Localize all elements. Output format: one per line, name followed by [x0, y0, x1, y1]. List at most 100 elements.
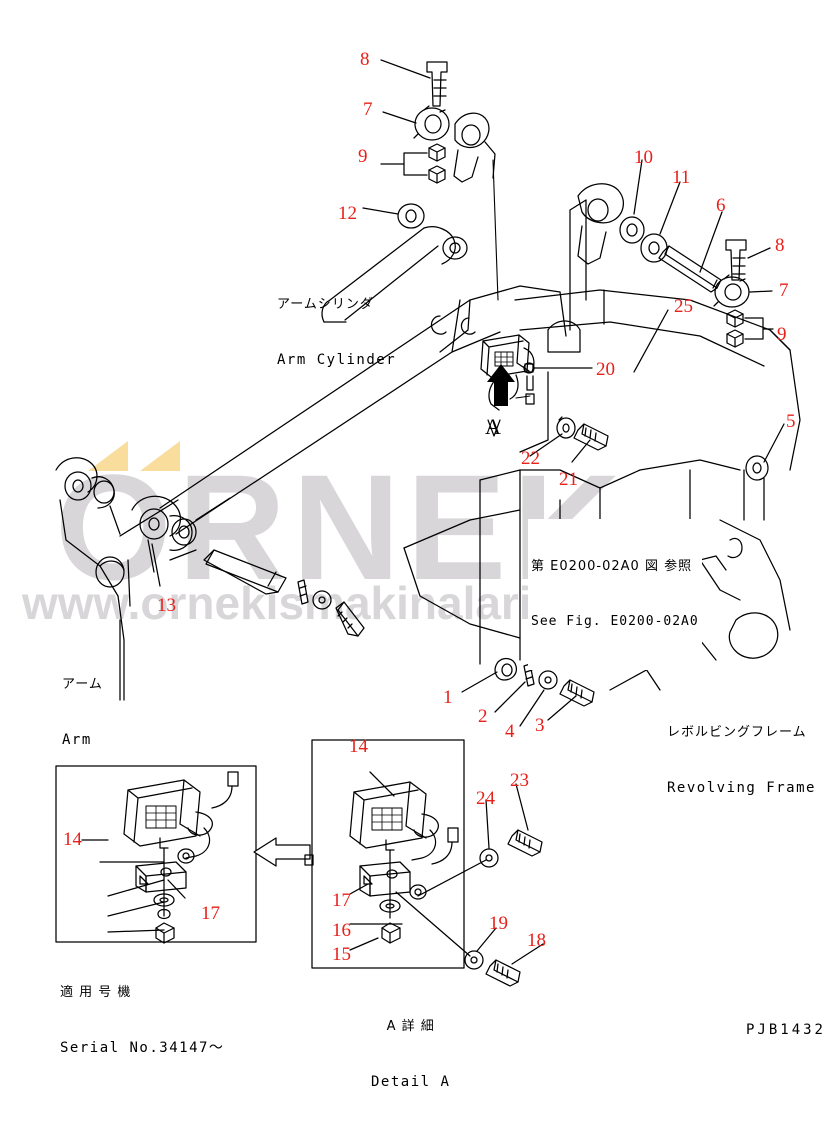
- leader-19: [476, 927, 497, 952]
- label-serial-en: Serial No.34147〜: [60, 1039, 225, 1056]
- label-detail-a-en: Detail A: [371, 1073, 451, 1090]
- leader-10: [633, 159, 643, 215]
- part-washer-10: [619, 216, 645, 244]
- panel-detail-a-lamp: [349, 781, 459, 944]
- label-serial-jp: 適 用 号 機: [60, 985, 132, 1001]
- callout-12: 12: [338, 203, 357, 224]
- label-arm-jp: アーム: [62, 677, 103, 693]
- label-revolving-frame-jp: レボルビングフレーム: [667, 725, 807, 741]
- leader-3: [547, 695, 577, 721]
- callout-5: 5: [786, 411, 796, 432]
- part-washer-12: [397, 203, 425, 229]
- callout-15: 15: [332, 944, 351, 965]
- part-bushing-7b: [713, 274, 750, 308]
- callout-21: 21: [559, 469, 578, 490]
- part-bolt-3: [559, 679, 595, 707]
- leader-8: [380, 59, 431, 79]
- part-linkage-13: [131, 495, 231, 573]
- figure-code: PJB1432: [745, 1022, 826, 1038]
- leader-14-detail: [369, 771, 395, 797]
- part-clip-small: [297, 579, 309, 605]
- label-detail-a-jp: A 詳 細: [386, 1019, 435, 1035]
- part-washer-11: [640, 233, 668, 263]
- label-revolving-frame: レボルビングフレーム Revolving Frame: [667, 686, 816, 836]
- callout-10: 10: [634, 147, 653, 168]
- part-nuts-9: [380, 143, 446, 184]
- callout-19: 19: [489, 913, 508, 934]
- panel-left-lamp: [99, 771, 239, 944]
- part-bolt-8b: [725, 239, 747, 281]
- panel-left-border: [55, 765, 257, 943]
- part-arm-linkage: [55, 457, 131, 701]
- part-lug-10-11: [577, 183, 624, 265]
- leader-13: [151, 543, 161, 587]
- callout-17: 17: [332, 890, 351, 911]
- label-arm-en: Arm: [62, 731, 92, 748]
- leader-2: [494, 681, 526, 713]
- part-bolt-lower-left: [335, 601, 365, 637]
- label-arm: アーム Arm: [62, 638, 103, 788]
- part-bushing-1: [494, 657, 518, 681]
- label-arm-cylinder: アームシリンダ Arm Cylinder: [277, 258, 396, 408]
- callout-20: 20: [596, 359, 615, 380]
- callout-7: 7: [363, 99, 373, 120]
- callout-8b: 8: [775, 235, 785, 256]
- label-revolving-frame-en: Revolving Frame: [667, 779, 816, 796]
- leader-1: [461, 671, 498, 693]
- callout-13: 13: [157, 595, 176, 616]
- panel-detail-a-border: [311, 739, 465, 969]
- section-arrow-a: [487, 364, 515, 406]
- leader-24: [485, 799, 490, 849]
- leader-15-detail: [349, 937, 379, 951]
- callout-9: 9: [358, 146, 368, 167]
- transfer-arrow: [253, 837, 311, 867]
- label-serial: 適 用 号 機 Serial No.34147〜: [60, 946, 224, 1096]
- link-19-bracket: [395, 891, 471, 957]
- leader-17b: [167, 879, 186, 899]
- callout-3: 3: [535, 715, 545, 736]
- part-bolt-18: [485, 959, 521, 987]
- mark-a-legs: [487, 419, 501, 437]
- callout-24: 24: [476, 788, 495, 809]
- leader-6: [699, 211, 723, 273]
- label-arm-cylinder-en: Arm Cylinder: [277, 351, 397, 368]
- leader-17-detail: [349, 883, 369, 895]
- leader-arrow-a: [515, 395, 531, 399]
- leader-4: [519, 689, 545, 727]
- callout-18: 18: [527, 930, 546, 951]
- leader-drop-left: [492, 159, 499, 301]
- part-boom: [119, 285, 561, 537]
- figure-reference-note: 第 E0200-02A0 図 参照 See Fig. E0200-02A0: [528, 519, 702, 670]
- part-washer-4: [538, 670, 558, 690]
- part-pin-long: [203, 549, 287, 595]
- bracket-20-22: [519, 371, 549, 453]
- leader-8b: [747, 247, 771, 259]
- figure-reference-en: See Fig. E0200-02A0: [531, 613, 699, 629]
- callout-16: 16: [332, 920, 351, 941]
- panel-detail-a-tab: [304, 854, 314, 866]
- callout-11: 11: [672, 167, 691, 188]
- callout-9b: 9: [777, 324, 787, 345]
- part-boom-upper-right: [514, 199, 791, 367]
- diagram-canvas: ORNEK www.ornekismakinalari.com.tr: [22, 50, 826, 1090]
- label-detail-a: A 詳 細 Detail A: [371, 980, 450, 1130]
- leader-7: [382, 111, 417, 124]
- part-bushing-7: [413, 105, 450, 141]
- callout-23: 23: [510, 770, 529, 791]
- part-mount-lug-top: [453, 112, 496, 183]
- callout-17b: 17: [201, 903, 220, 924]
- link-24-bracket: [417, 859, 487, 897]
- part-nuts-9b: [726, 309, 774, 348]
- part-arm-cylinder: [321, 226, 468, 323]
- label-arm-cylinder-jp: アームシリンダ: [277, 297, 374, 313]
- leader-12: [362, 207, 399, 215]
- callout-2: 2: [478, 706, 488, 727]
- leader-21: [571, 439, 591, 463]
- leader-revolving-frame: [609, 667, 651, 691]
- section-marker-a: A: [485, 414, 501, 439]
- leader-11: [659, 181, 681, 235]
- callout-14: 14: [349, 736, 368, 757]
- callout-1: 1: [443, 687, 453, 708]
- part-pin-6: [658, 245, 722, 293]
- leader-7b: [749, 290, 773, 293]
